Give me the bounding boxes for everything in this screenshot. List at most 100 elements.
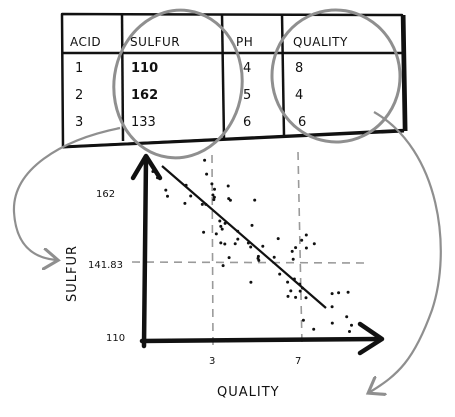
- table-header-sulfur: SULFUR: [130, 35, 180, 49]
- sulfur-column-highlight: [112, 8, 244, 160]
- table-cell: 4: [295, 88, 303, 103]
- scatter-point: [218, 219, 222, 223]
- quality-3-guide-line: [211, 154, 214, 346]
- quality-7-guide-line: [297, 151, 303, 346]
- table-header-quality: QUALITY: [293, 35, 348, 49]
- table-cell: 6: [243, 115, 251, 130]
- quality-column-highlight: [270, 8, 402, 144]
- scatter-point: [219, 241, 223, 245]
- scatter-point: [202, 230, 206, 234]
- y-tick-label: 162: [96, 189, 115, 200]
- table-column-divider: [120, 13, 125, 142]
- x-axis-arrowhead: [357, 321, 385, 356]
- x-axis: [139, 336, 383, 344]
- scatter-point: [294, 295, 298, 299]
- scatter-point: [261, 244, 265, 248]
- table-row: 2 162 5 4: [75, 88, 303, 103]
- scatter-point: [250, 223, 254, 227]
- quality-to-x-axis-arrow: [370, 111, 442, 392]
- scatter-point: [227, 256, 231, 260]
- table-cell: 4: [243, 61, 251, 76]
- scatter-point: [212, 195, 216, 199]
- scatter-point: [350, 323, 353, 327]
- x-tick-label: 3: [209, 356, 215, 367]
- scatter-point: [220, 227, 224, 231]
- scatter-point: [226, 184, 230, 188]
- scatter-point: [203, 158, 207, 162]
- table-row: 1 110 4 8: [75, 61, 303, 76]
- scatter-point: [348, 330, 351, 333]
- table-cell: 133: [131, 115, 156, 130]
- scatter-point: [212, 198, 216, 202]
- scatter-point: [312, 242, 316, 246]
- x-tick-label: 7: [295, 356, 301, 367]
- scatter-point: [286, 280, 290, 284]
- scatter-point: [249, 280, 253, 284]
- scatter-point: [249, 245, 253, 249]
- scatter-point: [272, 255, 276, 259]
- table-column-divider: [220, 13, 226, 140]
- sulfur-mean-guide-line: [131, 261, 367, 264]
- scatter-point: [290, 249, 294, 253]
- table-cell: 110: [131, 61, 158, 76]
- scatter-point: [211, 193, 215, 197]
- sulfur-to-y-axis-arrow: [12, 126, 121, 260]
- link-arrows: [12, 111, 442, 392]
- scatter-point: [278, 272, 282, 276]
- table-cell: 6: [298, 115, 306, 130]
- scatter-point: [289, 289, 293, 293]
- scatter-point: [330, 292, 334, 296]
- scatter-point: [345, 315, 349, 319]
- scatter-point: [337, 291, 341, 295]
- scatter-point: [228, 198, 232, 202]
- scatter-point: [301, 318, 305, 322]
- table-border: [60, 12, 406, 149]
- scatter-point: [312, 327, 316, 331]
- scatter-point: [304, 233, 308, 237]
- scatter-point: [221, 264, 225, 268]
- y-tick-label: 110: [106, 333, 125, 344]
- scatter-point: [205, 172, 209, 176]
- scatter-points: [151, 158, 353, 333]
- table-header-acid: ACID: [70, 35, 101, 49]
- table-cell: 5: [243, 88, 251, 103]
- table-border-shadow: [61, 14, 408, 149]
- scatter-point: [346, 290, 350, 294]
- table-header-ph: PH: [236, 35, 253, 49]
- scatter-point: [233, 242, 237, 246]
- scatter-point: [330, 305, 334, 309]
- y-tick-label: 141.83: [88, 260, 123, 271]
- scatter-point: [291, 257, 295, 261]
- x-axis-label: QUALITY: [217, 385, 280, 400]
- scatter-point: [300, 238, 304, 242]
- scatter-point: [166, 194, 169, 198]
- scatter-point: [330, 321, 334, 325]
- trend-line: [161, 165, 327, 309]
- data-table: ACID SULFUR PH QUALITY 1 110 4 8 2 162 5…: [60, 12, 408, 149]
- y-axis: [141, 155, 149, 349]
- scatter-point: [214, 232, 218, 236]
- scatter-point: [210, 182, 214, 186]
- scatter-point: [294, 246, 298, 250]
- scatter-point: [183, 201, 187, 205]
- table-cell: 1: [75, 61, 83, 76]
- table-cell: 162: [131, 88, 158, 103]
- scatter-point: [298, 289, 302, 293]
- scatter-point: [189, 194, 193, 198]
- table-row: 3 133 6 6: [75, 115, 306, 130]
- scatter-chart: 162 141.83 110 3 7 SULFUR QUALITY: [65, 151, 385, 400]
- table-column-divider: [280, 13, 286, 137]
- scatter-point: [304, 296, 308, 300]
- scatter-point: [236, 237, 240, 241]
- scatter-point: [223, 242, 227, 246]
- scatter-point: [256, 256, 260, 260]
- scatter-point: [219, 224, 223, 228]
- scatter-point: [276, 237, 280, 241]
- scatter-point: [213, 187, 216, 191]
- y-axis-arrowhead: [130, 153, 163, 181]
- column-highlights: [112, 8, 402, 160]
- scatter-point: [253, 198, 257, 202]
- y-axis-label: SULFUR: [65, 245, 80, 302]
- scatter-point: [164, 188, 168, 192]
